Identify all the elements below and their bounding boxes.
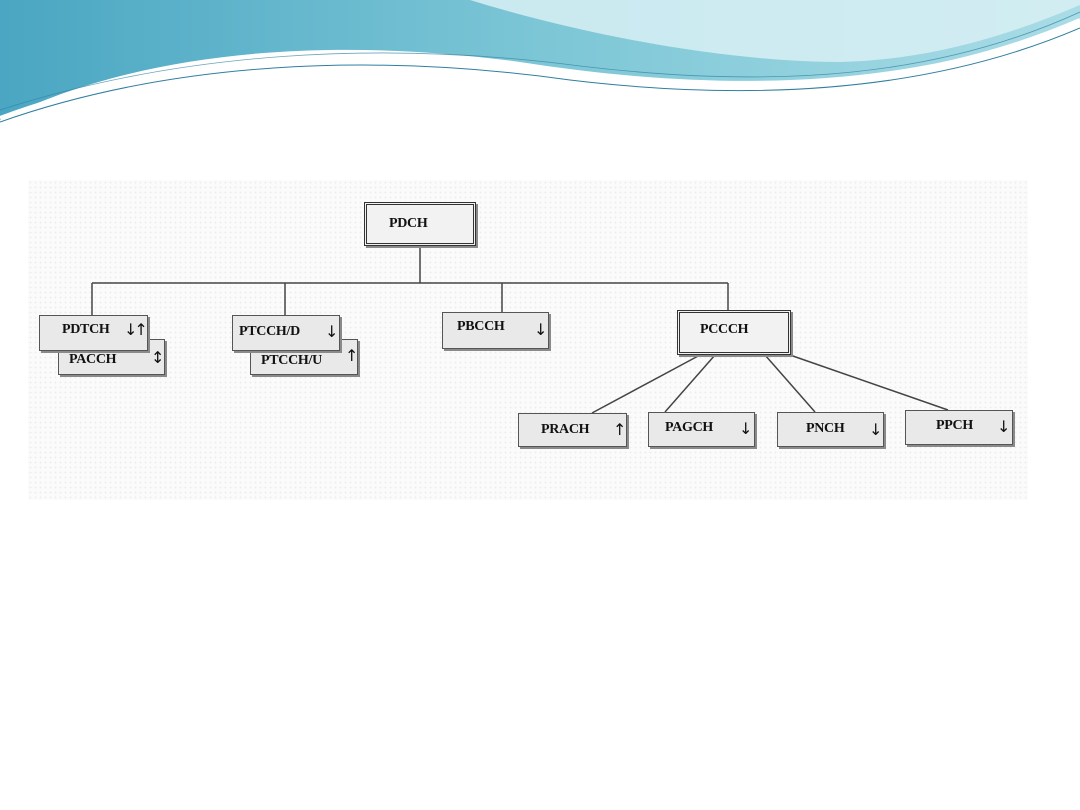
down-arrow-icon: ↓ — [325, 322, 339, 341]
node-pnch-label: PNCH — [806, 420, 845, 436]
slide-header-wave — [0, 0, 1080, 123]
node-pbcch-label: PBCCH — [457, 318, 505, 334]
node-pccch-label: PCCCH — [700, 321, 749, 337]
down-arrow-icon: ↓ — [869, 420, 883, 439]
up-arrow-icon: ↑ — [345, 346, 359, 365]
down-arrow-icon: ↓ — [534, 320, 548, 339]
node-pacch-label: PACCH — [69, 352, 117, 367]
node-pagch-label: PAGCH — [665, 419, 714, 435]
bidirectional-arrow-icon: ↕ — [151, 348, 165, 367]
up-arrow-icon: ↑ — [613, 420, 627, 439]
node-prach: PRACH ↑ — [518, 413, 627, 447]
node-pccch: PCCCH — [677, 310, 791, 355]
node-pnch: PNCH ↓ — [777, 412, 884, 447]
node-pdtch: PDTCH ↓↑ — [39, 315, 148, 351]
down-up-arrow-icon: ↓↑ — [124, 320, 148, 339]
node-ppch: PPCH ↓ — [905, 410, 1013, 445]
node-pdch-label: PDCH — [389, 216, 428, 231]
node-ppch-label: PPCH — [936, 417, 973, 433]
node-ptcch-d-label: PTCCH/D — [239, 324, 300, 339]
node-prach-label: PRACH — [541, 422, 590, 437]
node-ptcch-d: PTCCH/D ↓ — [232, 315, 340, 351]
node-pagch: PAGCH ↓ — [648, 412, 755, 447]
down-arrow-icon: ↓ — [739, 419, 753, 438]
down-arrow-icon: ↓ — [997, 417, 1011, 436]
node-ptcch-u-label: PTCCH/U — [261, 353, 322, 368]
node-pdtch-label: PDTCH — [62, 322, 110, 337]
node-pdch: PDCH — [364, 202, 476, 246]
node-pbcch: PBCCH ↓ — [442, 312, 549, 349]
